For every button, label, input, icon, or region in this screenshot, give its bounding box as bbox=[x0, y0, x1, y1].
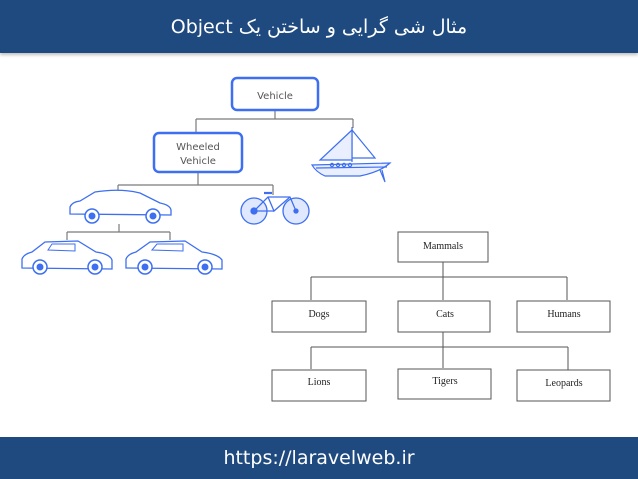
vehicle-node: Vehicle bbox=[230, 76, 320, 112]
tigers-node: Tigers bbox=[397, 368, 492, 400]
cats-node: Cats bbox=[397, 300, 491, 333]
vehicle-tree-connectors bbox=[66, 110, 354, 240]
wheeled-label-line1: Wheeled bbox=[176, 142, 220, 153]
humans-label: Humans bbox=[547, 309, 580, 320]
page-title: مثال شی گرایی و ساختن یک Object bbox=[170, 15, 468, 38]
wheeled-vehicle-node: Wheeled Vehicle bbox=[152, 131, 244, 174]
bicycle-icon bbox=[240, 191, 310, 225]
sedan-car-icon bbox=[125, 240, 223, 275]
dogs-label: Dogs bbox=[308, 309, 329, 320]
footer-bar: https://laravelweb.ir bbox=[0, 437, 638, 479]
cats-label: Cats bbox=[436, 309, 454, 320]
diagram-canvas: Vehicle Wheeled Vehicle bbox=[0, 53, 638, 437]
leopards-node: Leopards bbox=[516, 369, 611, 402]
hatchback-car-icon bbox=[21, 240, 113, 275]
lions-label: Lions bbox=[308, 377, 331, 388]
mammals-node: Mammals bbox=[397, 231, 489, 263]
tigers-label: Tigers bbox=[432, 376, 457, 387]
car-icon bbox=[69, 189, 172, 224]
lions-node: Lions bbox=[271, 369, 367, 402]
mammals-label: Mammals bbox=[423, 241, 463, 252]
leopards-label: Leopards bbox=[545, 378, 582, 389]
mammal-tree-connectors bbox=[310, 262, 569, 370]
sailboat-icon bbox=[310, 127, 392, 183]
humans-node: Humans bbox=[516, 300, 611, 333]
vehicle-label: Vehicle bbox=[257, 91, 293, 102]
title-bar: مثال شی گرایی و ساختن یک Object bbox=[0, 0, 638, 53]
website-url[interactable]: https://laravelweb.ir bbox=[223, 447, 415, 469]
dogs-node: Dogs bbox=[271, 300, 367, 333]
wheeled-label-line2: Vehicle bbox=[180, 156, 216, 167]
